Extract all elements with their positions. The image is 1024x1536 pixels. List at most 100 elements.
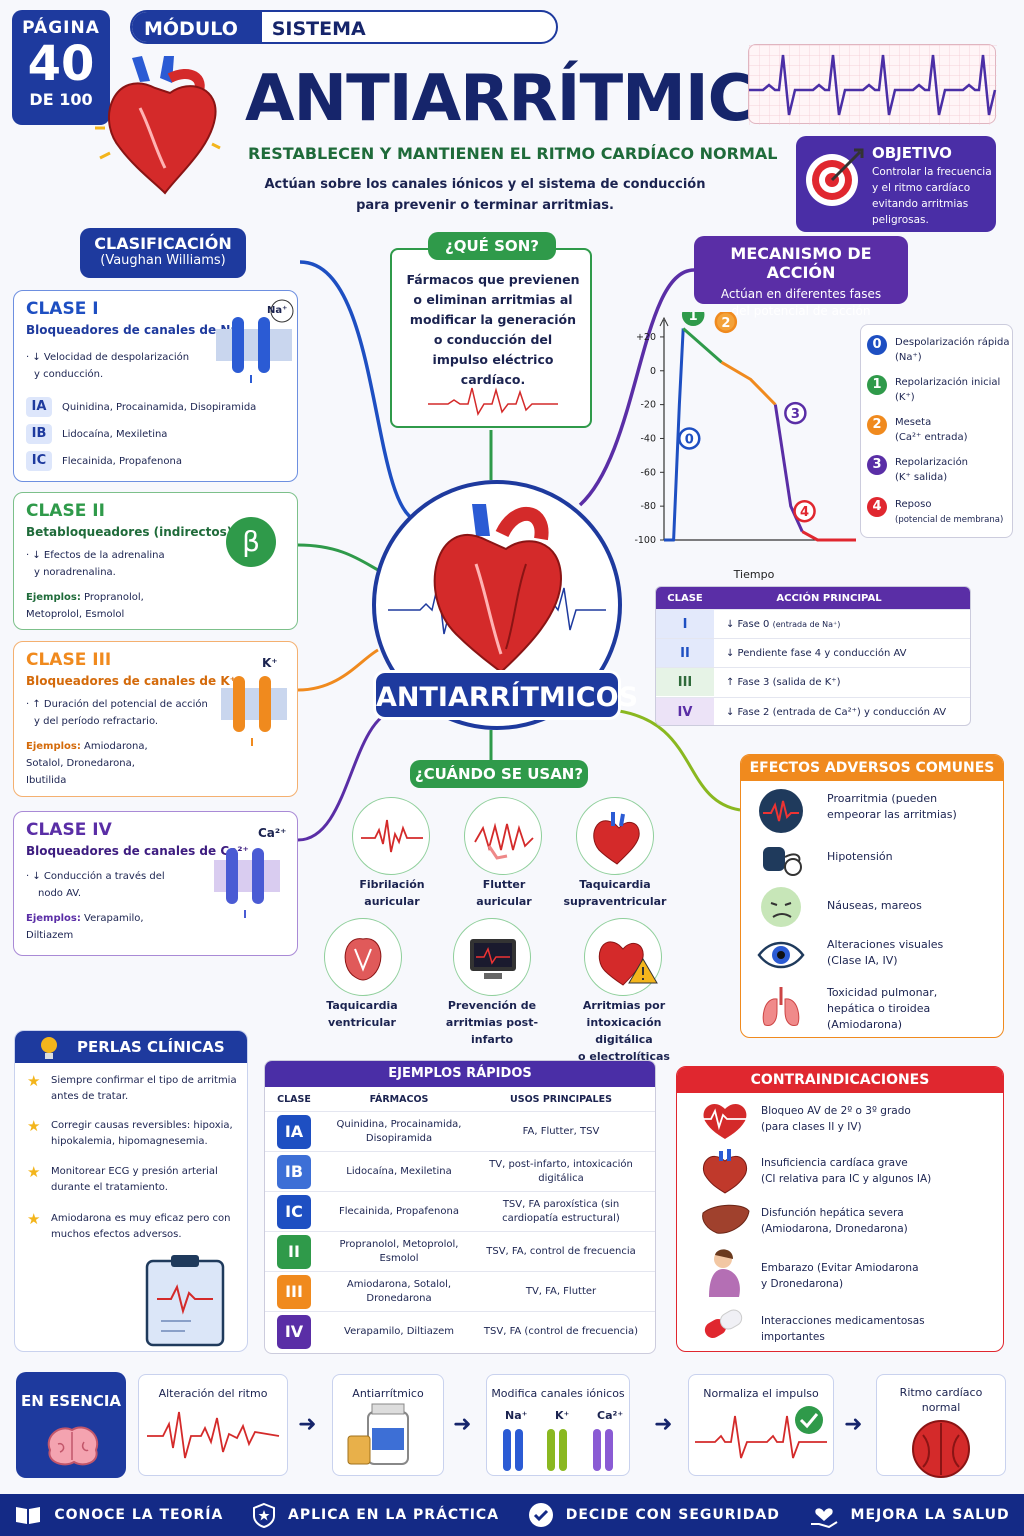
- y-tick-label: 0: [650, 366, 656, 377]
- module-name: SISTEMA CARDIOVASCULAR: [271, 18, 466, 42]
- legend-num-3: 3: [867, 455, 887, 475]
- esencia-step-4-label: Normaliza el impulso: [703, 1387, 819, 1400]
- footer-seguridad: DECIDE CON SEGURIDAD: [565, 1507, 780, 1523]
- footer-bar: CONOCE LA TEORÍA APLICA EN LA PRÁCTICA D…: [0, 1494, 1024, 1536]
- perla-4-text: Amiodarona es muy eficaz pero con muchos…: [51, 1213, 231, 1240]
- adverso-toxicidad-1: Toxicidad pulmonar,: [827, 986, 938, 999]
- class-ia-drugs: Quinidina, Procainamida, Disopiramida: [62, 401, 257, 413]
- phase-marker-0: [678, 427, 701, 450]
- ej-farmacos-iii: Amiodarona, Sotalol, Dronedarona: [346, 1278, 452, 1304]
- class-ib-tag: IB: [26, 424, 52, 444]
- use-intoxicacion-1: Arritmias por: [582, 999, 666, 1012]
- esencia-ion-k: K⁺: [555, 1409, 570, 1422]
- adverso-visual: Alteraciones visuales(Clase IA, IV): [827, 937, 943, 969]
- legend-num-0: 0: [867, 335, 887, 355]
- esencia-title: EN ESENCIA: [20, 1392, 122, 1410]
- class-iv-desc-2: nodo AV.: [38, 888, 82, 899]
- ej-farmacos-ic: Flecainida, Propafenona: [339, 1205, 459, 1217]
- phase-row-ii: II↓ Pendiente fase 4 y conducción AV: [656, 638, 970, 667]
- phase-4-line: [801, 530, 856, 542]
- class-ic-tag: IC: [26, 451, 52, 471]
- hand-heart-icon: [810, 1508, 838, 1528]
- ej-class-ic: IC: [277, 1194, 311, 1229]
- ej-class-iv: IV: [277, 1314, 311, 1349]
- class-iv-card: CLASE IV Bloqueadores de canales de Ca²⁺…: [13, 811, 298, 956]
- adverso-toxicidad: Toxicidad pulmonar,hepática o tiroidea(A…: [827, 985, 937, 1033]
- footer-item-seguridad: DECIDE CON SEGURIDAD: [528, 1502, 780, 1528]
- objetivo-text: Controlar la frecuencia y el ritmo cardí…: [872, 166, 992, 226]
- class-ic-drugs: Flecainida, Propafenona: [62, 455, 182, 467]
- ej-usos-ia: FA, Flutter, TSV: [522, 1125, 600, 1137]
- objetivo-title: OBJETIVO: [872, 144, 952, 162]
- adversos-title: EFECTOS ADVERSOS COMUNES: [741, 755, 1003, 781]
- use-prevencion-3: infarto: [470, 1033, 514, 1046]
- contra-insuficiencia: Insuficiencia cardíaca grave(CI relativa…: [761, 1155, 931, 1187]
- mecanismo-title: MECANISMO DE ACCIÓN: [730, 244, 872, 282]
- perla-3-text: Monitorear ECG y presión arterial durant…: [51, 1166, 218, 1193]
- phase-row-i: I↓ Fase 0 (entrada de Na⁺): [656, 609, 970, 638]
- intro-line-2: para prevenir o terminar arritmias.: [356, 198, 614, 213]
- class-iii-title: CLASE III: [26, 650, 112, 670]
- class-i-title: CLASE I: [26, 299, 99, 319]
- heart-ecg-icon: [699, 1104, 751, 1139]
- page-label: PÁGINA: [22, 18, 100, 38]
- legend-sub-4: (potencial de membrana): [895, 515, 1004, 525]
- phase-0-line: [664, 328, 685, 542]
- class-ii-ex-1: Propranolol,: [80, 592, 144, 603]
- check-circle-icon: [528, 1503, 553, 1527]
- footer-teoria: CONOCE LA TEORÍA: [54, 1507, 224, 1523]
- class-i-subtitle: Bloqueadores de canales de Na⁺: [26, 323, 245, 337]
- phase-row-i-class: I: [656, 610, 714, 638]
- class-iii-ion: K⁺: [262, 656, 278, 670]
- lightbulb-icon: [41, 1037, 57, 1059]
- perla-2: ★Corregir causas reversibles: hipoxia, h…: [27, 1118, 241, 1150]
- esencia-step-5: Ritmo cardíaco normal: [876, 1374, 1006, 1478]
- page-number: 40: [27, 36, 95, 92]
- class-iv-subtitle: Bloqueadores de canales de Ca²⁺: [26, 844, 249, 858]
- contra-bloqueo-1: Bloqueo AV de 2º o 3º grado: [761, 1105, 911, 1117]
- ej-class-iii: III: [277, 1274, 311, 1309]
- legend-text-3: Repolarización: [895, 457, 969, 468]
- mecanismo-text-1: Actúan en diferentes fases: [720, 287, 882, 301]
- phase-row-iv: IV↓ Fase 2 (entrada de Ca²⁺) y conducció…: [656, 697, 970, 725]
- phase-3-line: [773, 404, 804, 533]
- use-flutter-2: auricular: [476, 895, 532, 908]
- que-son-header: ¿QUÉ SON?: [428, 232, 556, 260]
- class-iv-ex-2: Diltiazem: [26, 930, 74, 941]
- heart-icon: [576, 797, 654, 875]
- y-tick-label: -60: [640, 467, 656, 478]
- phase-marker-label-1: 1: [689, 312, 698, 324]
- phase-marker-label-2: 2: [721, 316, 730, 331]
- use-fibrilacion-2: auricular: [364, 895, 420, 908]
- page-total: DE 100: [29, 90, 93, 109]
- mecanismo-text-2: del potencial de acción: [731, 304, 871, 318]
- ecg-monitor-icon: [759, 789, 803, 833]
- warning-heart-icon: [584, 918, 662, 996]
- arrow-right-icon: ➜: [453, 1412, 472, 1437]
- que-son-card: Fármacos que previenen o eliminan arritm…: [390, 248, 592, 428]
- class-iii-ex-2: Sotalol, Dronedarona,: [26, 758, 135, 769]
- class-iii-desc-2: y del período refractario.: [34, 716, 159, 727]
- legend-text-2: Meseta: [895, 417, 932, 428]
- lungs-icon: [762, 987, 800, 1026]
- class-iv-title: CLASE IV: [26, 820, 112, 840]
- class-ii-ex-label: Ejemplos:: [26, 592, 81, 603]
- contra-embarazo-1: Embarazo (Evitar Amiodarona: [761, 1262, 919, 1274]
- adverso-nauseas: Náuseas, mareos: [827, 899, 922, 912]
- adversos-card: EFECTOS ADVERSOS COMUNES Proarritmia (pu…: [740, 754, 1004, 1038]
- ecg-small-icon: [428, 387, 558, 416]
- ej-usos-ib: TV, post-infarto, intoxicación digitálic…: [489, 1158, 633, 1184]
- clipboard-icon: [145, 1255, 225, 1347]
- legend-num-2: 2: [867, 415, 887, 435]
- y-tick-label: -40: [640, 433, 656, 444]
- phase-row-ii-action: ↓ Pendiente fase 4 y conducción AV: [726, 647, 907, 659]
- phase-row-i-action: ↓ Fase 0: [726, 618, 773, 630]
